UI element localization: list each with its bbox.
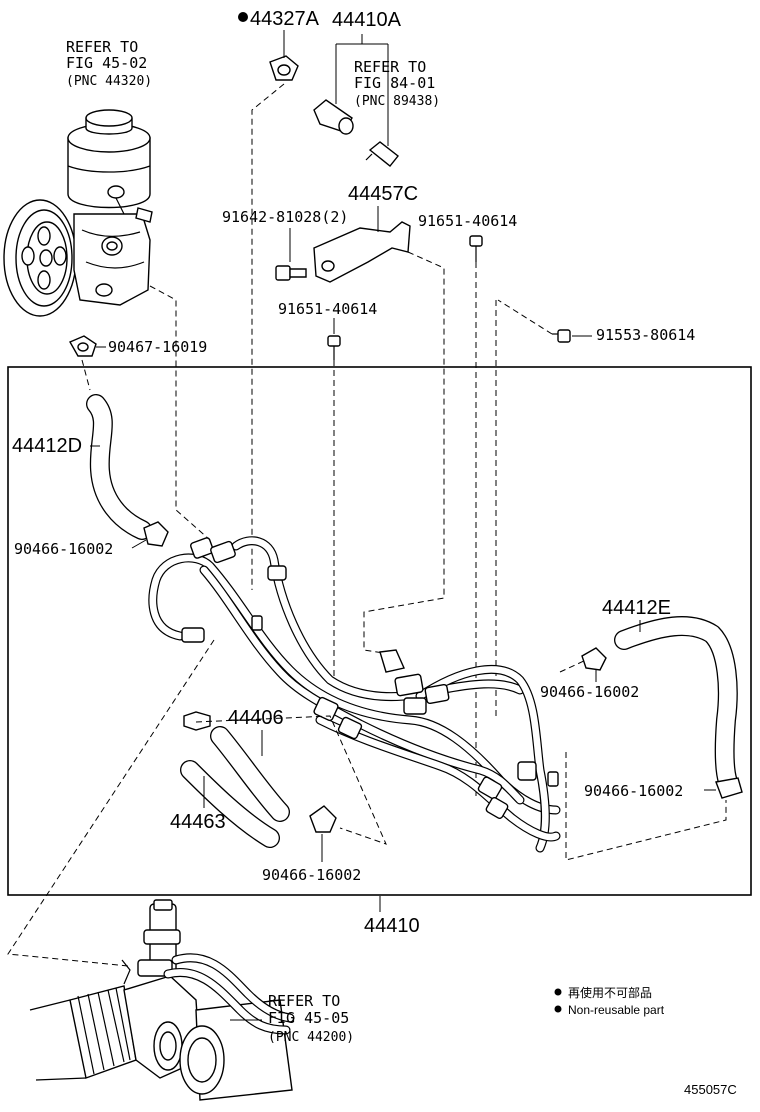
label-44410a: 44410A — [332, 9, 402, 31]
label-44463: 44463 — [170, 811, 226, 833]
label-90466-right-lower: 90466-16002 — [584, 782, 683, 800]
clamp-90467 — [69, 335, 97, 357]
pump-ref-line2: FIG 45-02 — [66, 54, 147, 72]
label-91553: 91553-80614 — [596, 326, 695, 344]
legend-mark-en-icon — [554, 1005, 562, 1013]
label-91642: 91642-81028(2) — [222, 208, 348, 226]
gear-ref-line1: REFER TO — [268, 992, 340, 1010]
legend-en: Non-reusable part — [568, 1003, 665, 1017]
label-90466-right-mid: 90466-16002 — [540, 683, 639, 701]
bolt-91642 — [275, 265, 307, 281]
figure-code: 455057C — [684, 1082, 737, 1097]
label-44457c: 44457C — [348, 183, 418, 205]
gear-ref-pnc: (PNC 44200) — [268, 1030, 354, 1045]
fitting-44406 — [183, 711, 211, 731]
bolt-91651-upper — [469, 235, 483, 262]
fig84-ref-line1: REFER TO — [354, 58, 426, 76]
clamp-90466-bottom — [309, 805, 337, 833]
label-90467: 90467-16019 — [108, 338, 207, 356]
fig84-ref-pnc: (PNC 89438) — [354, 94, 440, 109]
gear-ref-line2: FIG 45-05 — [268, 1009, 349, 1027]
non-reusable-mark-icon — [238, 12, 248, 22]
pipe-assembly-44410 — [148, 536, 561, 853]
power-steering-pump — [3, 109, 153, 317]
clamp-90466-right-lower — [715, 777, 743, 799]
bolt-91651-lower — [327, 335, 341, 360]
label-91651-lower: 91651-40614 — [278, 300, 377, 318]
bolt-91553 — [552, 329, 571, 343]
pump-ref-pnc: (PNC 44320) — [66, 74, 152, 89]
label-44327a: 44327A — [250, 8, 320, 30]
legend-mark-jp-icon — [554, 988, 562, 996]
clamp-90466-left — [143, 521, 169, 547]
legend-jp: 再使用不可部品 — [568, 985, 652, 1000]
label-44412e: 44412E — [602, 597, 671, 619]
label-90466-left: 90466-16002 — [14, 540, 113, 558]
label-90466-bottom: 90466-16002 — [262, 866, 361, 884]
bracket-44457c — [313, 221, 411, 283]
fig84-ref-line2: FIG 84-01 — [354, 74, 435, 92]
steering-gear — [29, 899, 295, 1101]
label-44410: 44410 — [364, 915, 420, 937]
label-44406: 44406 — [228, 707, 284, 729]
assembly-frame — [7, 366, 752, 896]
pump-ref-line1: REFER TO — [66, 38, 138, 56]
label-44412d: 44412D — [12, 435, 82, 457]
label-91651-upper: 91651-40614 — [418, 212, 517, 230]
clamp-90466-right-mid — [581, 647, 607, 671]
clip-44327a — [269, 55, 299, 81]
union-44410a — [313, 99, 399, 167]
